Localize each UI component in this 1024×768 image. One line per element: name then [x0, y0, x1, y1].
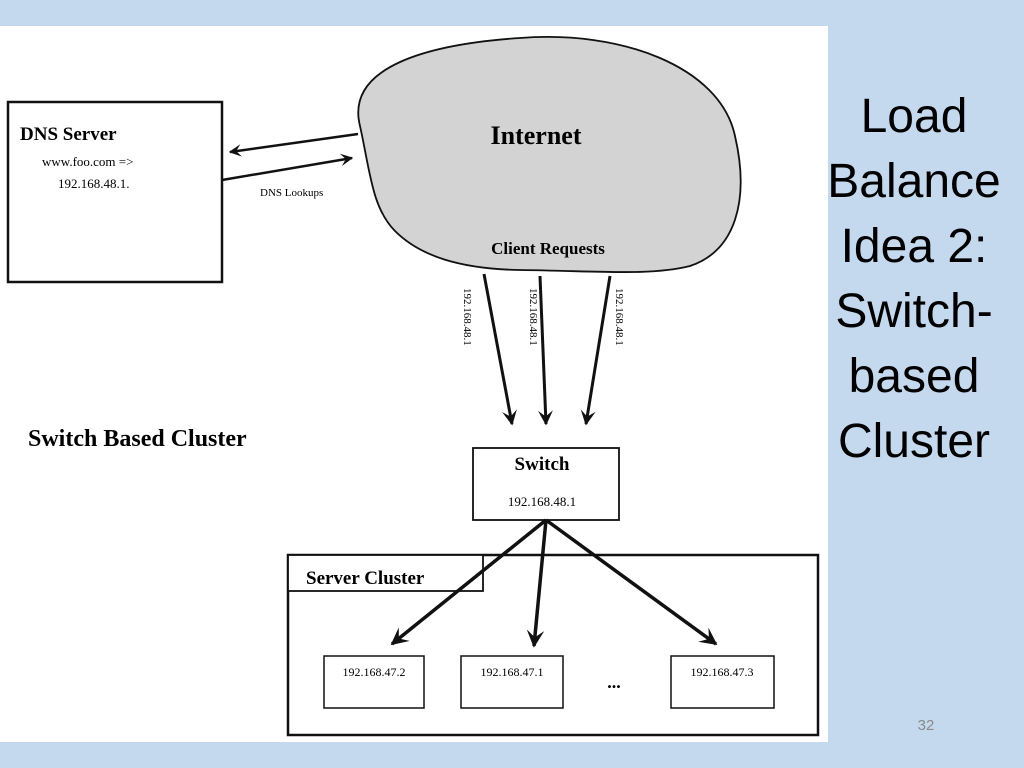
server-ip-1: 192.168.47.2: [343, 665, 406, 679]
dns-server-mapping: www.foo.com =>: [42, 154, 133, 169]
switch-ip: 192.168.48.1: [508, 494, 576, 509]
switch-title: Switch: [515, 454, 570, 475]
client-requests-label: Client Requests: [491, 239, 605, 258]
server-box-2: [460, 655, 564, 709]
server-ip-2: 192.168.47.1: [481, 665, 544, 679]
network-diagram: DNS Server www.foo.com => 192.168.48.1. …: [6, 36, 820, 737]
slide-title-line-2: Balance: [827, 155, 1001, 208]
server-box-3: [670, 655, 775, 709]
slide-title-line-5: based: [848, 350, 980, 403]
dns-lookups-label: DNS Lookups: [260, 187, 323, 199]
server-ellipsis: ...: [607, 672, 621, 692]
request-arrow-3: [580, 275, 612, 426]
dns-server-title: DNS Server: [20, 124, 117, 145]
request-arrow-2: [537, 275, 553, 426]
switch-box: [472, 447, 620, 521]
server-cluster-tab: [287, 554, 484, 592]
slide-number: 32: [917, 717, 935, 734]
diagram-panel: DNS Server www.foo.com => 192.168.48.1. …: [0, 26, 828, 742]
request-ip-label-1: 192.168.48.1: [461, 288, 473, 346]
request-ip-label-3: 192.168.48.1: [613, 288, 625, 346]
dns-server-box: [6, 100, 224, 284]
slide-title-line-4: Switch-: [835, 285, 993, 338]
switch-to-server-arrow-2: [526, 519, 548, 648]
dns-server-ip: 192.168.48.1.: [58, 176, 130, 191]
slide-title: Load Balance Idea 2: Switch- based Clust…: [826, 84, 1002, 474]
internet-cloud: [357, 36, 742, 274]
cluster-caption: Switch Based Cluster: [28, 426, 247, 452]
request-ip-label-2: 192.168.48.1: [527, 288, 539, 346]
switch-to-server-arrow-3: [544, 518, 718, 646]
internet-title: Internet: [491, 121, 582, 150]
request-arrow-1: [482, 273, 517, 426]
server-ip-3: 192.168.47.3: [691, 665, 754, 679]
slide-title-line-6: Cluster: [837, 415, 991, 468]
switch-to-server-arrow-1: [390, 518, 548, 646]
server-cluster-title: Server Cluster: [306, 568, 425, 589]
dns-lookup-arrow: [221, 153, 354, 182]
server-box-1: [323, 655, 425, 709]
slide-title-line-3: Idea 2:: [840, 220, 988, 273]
slide-title-line-1: Load: [860, 90, 968, 143]
dns-response-arrow: [228, 132, 359, 157]
